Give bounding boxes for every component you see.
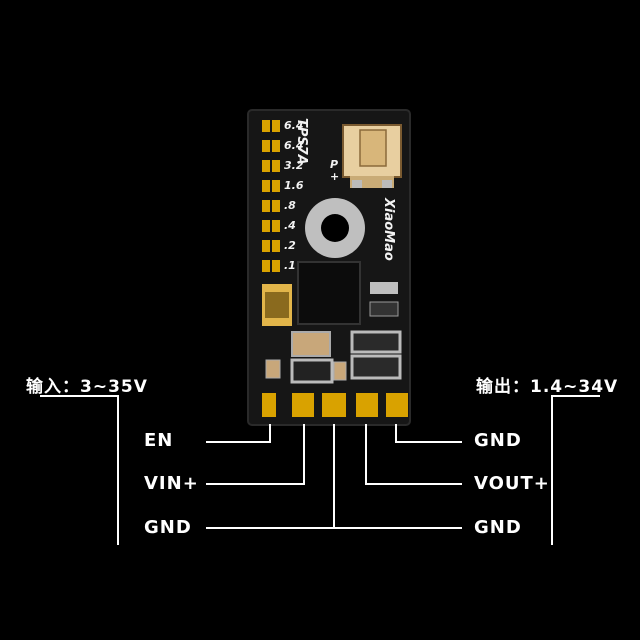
wire-vout	[365, 424, 462, 485]
pin-en	[262, 393, 276, 417]
potentiometer	[342, 124, 402, 188]
wire-gnd-top	[395, 424, 462, 443]
input-range-label: 输入：3~35V	[26, 377, 148, 397]
step-label: .1	[284, 259, 296, 272]
step-label: 1.6	[284, 179, 304, 192]
wire-en	[206, 424, 271, 443]
step-label: .8	[284, 199, 296, 212]
smd-component	[370, 282, 398, 294]
output-bracket	[551, 395, 600, 545]
pin-label-en: EN	[144, 430, 174, 451]
pin-vin	[292, 393, 314, 417]
step-label: .4	[284, 219, 296, 232]
pin-label-gnd-bottom: GND	[474, 517, 522, 538]
tantalum-capacitor	[262, 284, 292, 326]
step-label: .2	[284, 239, 296, 252]
brand-silkscreen: XiaoMao	[381, 198, 396, 261]
edge-pins	[262, 393, 408, 417]
pin-label-gnd-left: GND	[144, 517, 192, 538]
pin-gnd-right	[386, 393, 408, 417]
output-range-label: 输出：1.4~34V	[476, 377, 619, 397]
pot-mark-p: P	[330, 158, 339, 171]
smd-component	[369, 301, 399, 317]
step-label: 3.2	[284, 159, 304, 172]
regulator-ic	[297, 261, 361, 325]
pin-gnd-center	[322, 393, 346, 417]
pin-label-vout: VOUT+	[474, 473, 550, 494]
pot-mark-plus: +	[330, 170, 340, 183]
step-label: 6.4	[284, 119, 304, 132]
pin-wires	[40, 395, 600, 545]
step-label: 6.4	[284, 139, 304, 152]
pin-vout	[356, 393, 378, 417]
capacitor-row	[265, 330, 402, 384]
mounting-hole	[321, 214, 349, 242]
voltage-select-pads	[262, 120, 280, 272]
pin-label-gnd-top: GND	[474, 430, 522, 451]
input-bracket	[40, 395, 119, 545]
pin-label-vin: VIN+	[144, 473, 199, 494]
wire-vin	[206, 424, 305, 485]
